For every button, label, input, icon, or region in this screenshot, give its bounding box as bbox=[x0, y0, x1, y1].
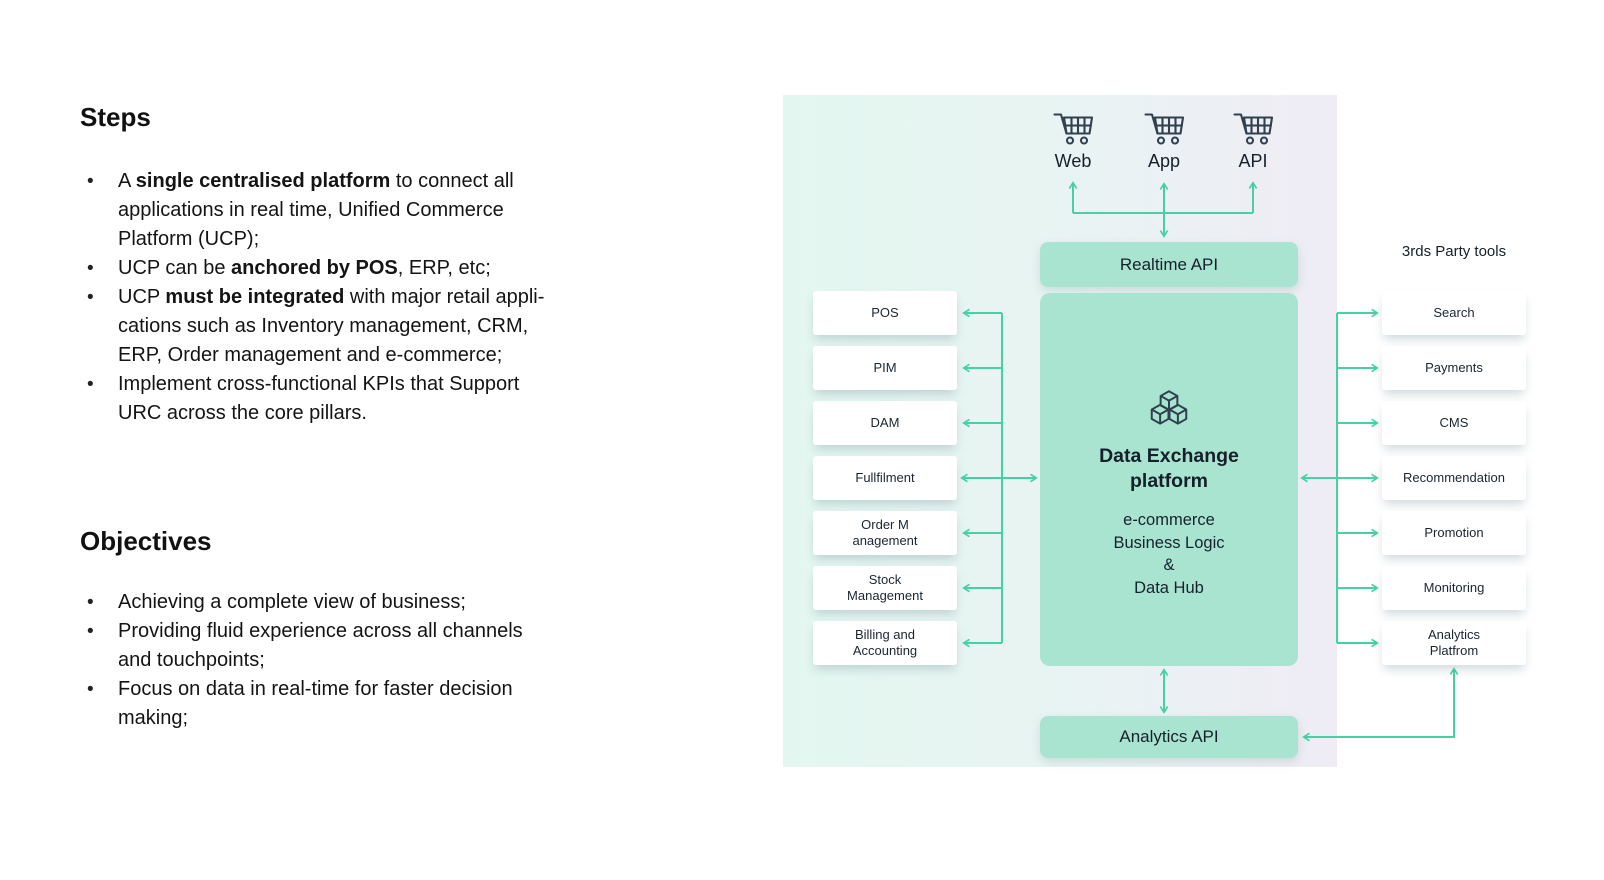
tool-box-search: Search bbox=[1382, 291, 1526, 335]
channel-api: API bbox=[1207, 108, 1299, 172]
tool-box-monitoring: Monitoring bbox=[1382, 566, 1526, 610]
objectives-bullet-list: • Achieving a complete view of business;… bbox=[80, 588, 680, 733]
shopping-cart-icon bbox=[1053, 113, 1094, 145]
objectives-bullet-1-text: Achieving a complete view of business; bbox=[118, 591, 466, 613]
objectives-bullet-2: • Providing fluid experience across all … bbox=[80, 617, 680, 675]
app-box-fullfilment: Fullfilment bbox=[813, 456, 957, 500]
channel-app-label: App bbox=[1147, 151, 1181, 171]
steps-bullet-list: • A single centralised platform to conne… bbox=[80, 167, 680, 428]
tool-box-analytics-platform: Analytics Platfrom bbox=[1382, 621, 1526, 665]
bullet-marker: • bbox=[87, 374, 94, 395]
data-exchange-platform-box: Data Exchange platform e-commerce Busine… bbox=[1040, 293, 1298, 666]
realtime-api-box: Realtime API bbox=[1040, 242, 1298, 287]
bullet-marker: • bbox=[87, 171, 94, 192]
steps-bullet-4: • Implement cross-functional KPIs that S… bbox=[80, 370, 680, 428]
objectives-heading: Objectives bbox=[80, 526, 212, 556]
platform-title: Data Exchange platform bbox=[1099, 445, 1239, 492]
tool-box-promotion: Promotion bbox=[1382, 511, 1526, 555]
channel-api-label: API bbox=[1238, 151, 1268, 171]
objectives-bullet-3: • Focus on data in real-time for faster … bbox=[80, 675, 680, 733]
steps-bullet-2: • UCP can be anchored by POS, ERP, etc; bbox=[80, 254, 680, 283]
channel-web: Web bbox=[1027, 108, 1119, 172]
cubes-icon bbox=[1150, 390, 1188, 425]
steps-heading: Steps bbox=[80, 102, 151, 132]
bullet-marker: • bbox=[87, 592, 94, 613]
steps-bullet-1: • A single centralised platform to conne… bbox=[80, 167, 680, 254]
objectives-bullet-2-text: Providing fluid experience across all ch… bbox=[118, 620, 523, 671]
channel-web-label: Web bbox=[1054, 151, 1092, 171]
shopping-cart-icon bbox=[1233, 113, 1274, 145]
channel-app: App bbox=[1118, 108, 1210, 172]
bullet-marker: • bbox=[87, 258, 94, 279]
bullet-marker: • bbox=[87, 621, 94, 642]
steps-bullet-4-text: Implement cross-functional KPIs that Sup… bbox=[118, 373, 520, 424]
objectives-bullet-1: • Achieving a complete view of business; bbox=[80, 588, 680, 617]
tool-box-payments: Payments bbox=[1382, 346, 1526, 390]
objectives-bullet-3-text: Focus on data in real-time for faster de… bbox=[118, 678, 513, 729]
steps-bullet-3-text: UCP must be integrated with major retail… bbox=[118, 286, 545, 366]
analytics-api-box: Analytics API bbox=[1040, 716, 1298, 758]
shopping-cart-icon bbox=[1144, 113, 1185, 145]
platform-subtitle: e-commerce Business Logic & Data Hub bbox=[1113, 511, 1225, 597]
steps-bullet-1-text: A single centralised platform to connect… bbox=[118, 170, 514, 250]
app-box-billing-accounting: Billing and Accounting bbox=[813, 621, 957, 665]
app-box-pim: PIM bbox=[813, 346, 957, 390]
app-box-stock-management: Stock Management bbox=[813, 566, 957, 610]
steps-bullet-3: • UCP must be integrated with major reta… bbox=[80, 283, 680, 370]
bullet-marker: • bbox=[87, 287, 94, 308]
app-box-dam: DAM bbox=[813, 401, 957, 445]
app-box-order-management: Order M anagement bbox=[813, 511, 957, 555]
tool-box-cms: CMS bbox=[1382, 401, 1526, 445]
third-party-tools-heading: 3rds Party tools bbox=[1401, 243, 1507, 260]
steps-bullet-2-text: UCP can be anchored by POS, ERP, etc; bbox=[118, 257, 491, 279]
app-box-pos: POS bbox=[813, 291, 957, 335]
bullet-marker: • bbox=[87, 679, 94, 700]
tool-box-recommendation: Recommendation bbox=[1382, 456, 1526, 500]
